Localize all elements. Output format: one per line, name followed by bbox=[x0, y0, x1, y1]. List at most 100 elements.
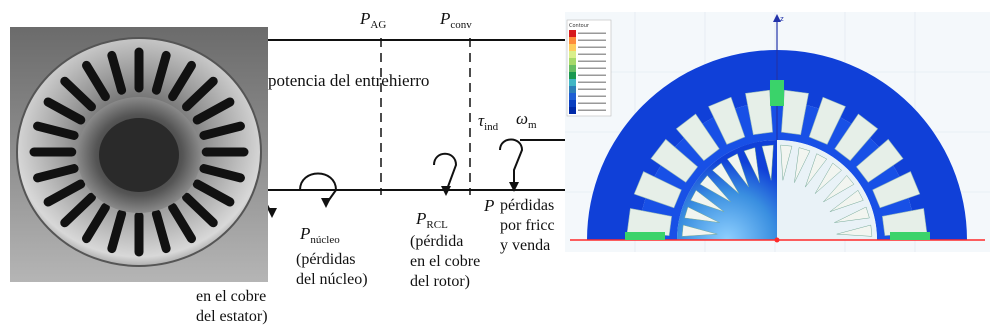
rotor-copper-description: (pérdida en el cobre del rotor) bbox=[410, 233, 481, 290]
pag-subscript: AG bbox=[370, 19, 387, 31]
z-axis-arrow bbox=[773, 14, 781, 22]
legend-tick-text bbox=[578, 53, 606, 55]
legend-tick-text bbox=[578, 46, 606, 48]
legend-tick-text bbox=[578, 32, 606, 34]
stator-slot bbox=[82, 202, 110, 244]
stator-slot-fem bbox=[675, 113, 720, 161]
stator-slot bbox=[82, 60, 110, 102]
rotor-slot bbox=[690, 189, 725, 212]
core-loss-description: (pérdidas del núcleo) bbox=[296, 251, 368, 288]
stator-slot bbox=[107, 50, 127, 95]
stator-lamination-photo bbox=[10, 27, 268, 282]
stator-slot-fem bbox=[650, 138, 698, 183]
pnucleo-symbol: P bbox=[300, 224, 311, 243]
stator-slot-fem bbox=[808, 96, 846, 145]
tau-ind-label: τind bbox=[478, 112, 498, 133]
friction-loss-arrow bbox=[509, 182, 519, 192]
stator-slot bbox=[168, 60, 196, 102]
stator-copper-arrow bbox=[267, 208, 277, 218]
legend-swatch bbox=[569, 86, 576, 93]
core-loss-arrow bbox=[321, 198, 331, 208]
stator-slot bbox=[33, 164, 79, 183]
legend-title: Contour bbox=[569, 23, 590, 29]
air-gap-power-label: potencia del entrehierro bbox=[268, 71, 430, 90]
omega-subscript: m bbox=[528, 119, 537, 131]
pnucleo-label: Pnúcleo bbox=[300, 225, 340, 246]
legend-swatch bbox=[569, 93, 576, 100]
core-loss-hook bbox=[299, 172, 338, 205]
rotor-slot bbox=[684, 206, 720, 223]
stator-slot bbox=[60, 76, 96, 112]
pag-symbol: P bbox=[360, 9, 371, 28]
rotor-copper-arrow bbox=[441, 186, 451, 196]
axis-label: z bbox=[780, 15, 784, 23]
legend-swatch bbox=[569, 58, 576, 65]
stator-slot bbox=[168, 202, 196, 244]
friction-loss-hook bbox=[499, 138, 524, 188]
legend-swatch bbox=[569, 51, 576, 58]
pmisc-symbol: P bbox=[484, 196, 495, 215]
legend-tick-text bbox=[578, 60, 606, 62]
stator-slot-fem bbox=[633, 171, 682, 209]
stator-slot bbox=[60, 192, 96, 228]
rotor-slot bbox=[780, 144, 793, 181]
stator-slot bbox=[151, 50, 171, 95]
tau-subscript: ind bbox=[484, 121, 499, 133]
stator-slot bbox=[199, 121, 245, 140]
pconv-symbol: P bbox=[440, 9, 451, 28]
rotor-slot bbox=[699, 175, 731, 203]
stator-yoke bbox=[587, 50, 967, 240]
prcl-label: PRCL bbox=[416, 210, 448, 231]
stator-slot bbox=[192, 179, 235, 207]
stator-slot bbox=[43, 179, 86, 207]
prcl-subscript: RCL bbox=[426, 219, 448, 231]
rotor-slot bbox=[823, 175, 855, 203]
legend-swatch bbox=[569, 44, 576, 51]
rotor-slot bbox=[743, 147, 760, 183]
pnucleo-subscript: núcleo bbox=[310, 234, 340, 246]
prcl-symbol: P bbox=[416, 209, 427, 228]
legend-swatch bbox=[569, 72, 576, 79]
stator-slot-fem bbox=[708, 96, 746, 145]
stator-slot-fem bbox=[856, 138, 904, 183]
tau-symbol: τ bbox=[478, 111, 485, 130]
rotor-slot bbox=[712, 162, 740, 194]
rotor-slot bbox=[794, 147, 811, 183]
legend-tick-text bbox=[578, 81, 606, 83]
legend-tick-text bbox=[578, 109, 606, 111]
fem-simulation-view: Contour z bbox=[565, 12, 990, 252]
stator-slot bbox=[199, 164, 245, 183]
legend-tick-text bbox=[578, 95, 606, 97]
friction-loss-description: pérdidas por fricc y venda bbox=[500, 197, 555, 254]
pconv-subscript: conv bbox=[450, 19, 472, 31]
legend-swatch bbox=[569, 30, 576, 37]
legend-swatch bbox=[569, 79, 576, 86]
legend-swatch bbox=[569, 107, 576, 114]
stator-slot bbox=[33, 121, 79, 140]
rotor-slot bbox=[681, 224, 718, 237]
legend-tick-text bbox=[578, 102, 606, 104]
contour-legend: Contour bbox=[566, 19, 612, 117]
rotor-slot bbox=[814, 162, 842, 194]
stator-slot-fem bbox=[872, 171, 921, 209]
rotor-copper-hook bbox=[433, 152, 458, 193]
stator-slot bbox=[107, 209, 127, 254]
legend-tick-text bbox=[578, 67, 606, 69]
stator-slot bbox=[182, 192, 218, 228]
rotor-slot bbox=[834, 206, 870, 223]
omega-m-label: ωm bbox=[516, 110, 537, 131]
stator-slot-fem bbox=[745, 89, 773, 135]
omega-symbol: ω bbox=[516, 109, 529, 128]
pconv-label: Pconv bbox=[440, 10, 472, 31]
legend-swatch bbox=[569, 37, 576, 44]
stator-slot bbox=[43, 97, 86, 125]
rotor-slot bbox=[836, 224, 873, 237]
legend-tick-text bbox=[578, 39, 606, 41]
stator-slot-fem bbox=[834, 113, 879, 161]
legend-swatch bbox=[569, 100, 576, 107]
stator-slot bbox=[151, 209, 171, 254]
stator-slot bbox=[182, 76, 218, 112]
legend-swatch bbox=[569, 65, 576, 72]
rotor-slot bbox=[726, 153, 749, 188]
